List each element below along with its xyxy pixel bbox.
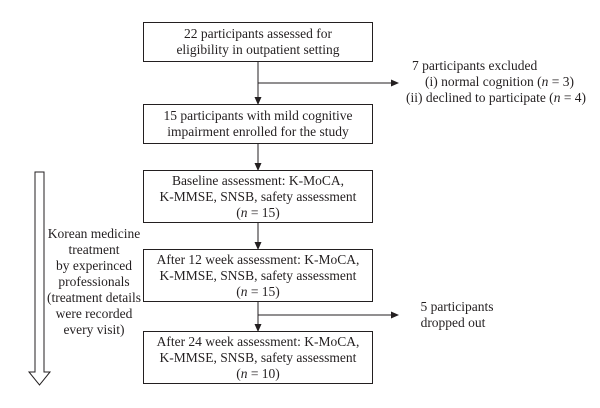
baseline-count: (n = 15) xyxy=(236,204,280,220)
treatment-line-6: were recorded xyxy=(55,306,133,321)
baseline-line1: Baseline assessment: K-MoCA, xyxy=(171,172,345,188)
dropped-line1: 5 participants xyxy=(420,299,494,314)
enrolled-line1: 15 participants with mild cognitive xyxy=(163,108,353,123)
excluded-title: 7 participants excluded xyxy=(412,58,538,73)
baseline-n-var: n xyxy=(240,204,248,220)
treatment-description: Korean medicine treatment by experinced … xyxy=(42,226,146,338)
excluded-reason-1: (i) normal cognition (n = 3) xyxy=(425,74,574,89)
week12-n-var: n xyxy=(240,283,248,299)
box-week12: After 12 week assessment: K-MoCA, K-MMSE… xyxy=(143,249,373,302)
baseline-line2: K-MMSE, SNSB, safety assessment xyxy=(159,188,357,204)
dropped-note: 5 participants dropped out xyxy=(406,299,526,331)
week24-count: (n = 10) xyxy=(236,365,280,381)
treatment-line-3: by experinced xyxy=(55,258,133,273)
treatment-line-1: Korean medicine xyxy=(47,226,141,241)
week24-line1: After 24 week assessment: K-MoCA, xyxy=(156,333,360,349)
week12-line2: K-MMSE, SNSB, safety assessment xyxy=(159,267,357,283)
treatment-line-7: every visit) xyxy=(63,322,125,337)
treatment-line-4: professionals xyxy=(58,274,130,289)
baseline-n-value: = 15) xyxy=(247,204,280,220)
week24-line2: K-MMSE, SNSB, safety assessment xyxy=(159,349,357,365)
treatment-duration-arrow xyxy=(27,171,52,386)
enrolled-line2: impairment enrolled for the study xyxy=(167,124,349,139)
week12-count: (n = 15) xyxy=(236,283,280,299)
excluded-note: 7 participants excluded (i) normal cogni… xyxy=(406,58,596,106)
box-assessed: 22 participants assessed for eligibility… xyxy=(143,22,373,62)
week24-n-value: = 10) xyxy=(247,365,280,381)
box-enrolled: 15 participants with mild cognitive impa… xyxy=(143,104,373,144)
dropped-line2: dropped out xyxy=(420,315,486,330)
assessed-line2: eligibility in outpatient setting xyxy=(176,42,340,57)
box-week24: After 24 week assessment: K-MoCA, K-MMSE… xyxy=(143,331,373,384)
box-baseline: Baseline assessment: K-MoCA, K-MMSE, SNS… xyxy=(143,170,373,223)
assessed-line1: 22 participants assessed for xyxy=(183,26,333,41)
excluded-reason-2: (ii) declined to participate (n = 4) xyxy=(406,90,587,105)
treatment-line-5: (treatment details xyxy=(46,290,142,305)
week12-n-value: = 15) xyxy=(247,283,280,299)
week12-line1: After 12 week assessment: K-MoCA, xyxy=(156,251,360,267)
week24-n-var: n xyxy=(240,365,248,381)
treatment-line-2: treatment xyxy=(68,242,120,257)
